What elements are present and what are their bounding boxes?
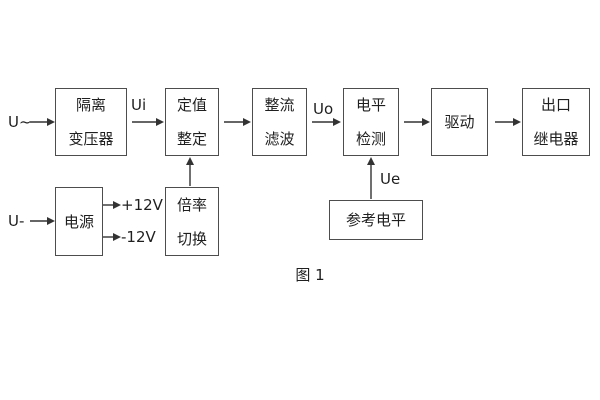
- block-level-detect: 电平 检测: [343, 88, 399, 156]
- arrow-rectifier-to-level: [312, 118, 341, 126]
- arrow-setting-to-rectifier: [224, 118, 251, 126]
- block-reference-level: 参考电平: [329, 200, 423, 240]
- signal-ui-label: Ui: [131, 96, 147, 114]
- arrow-ac-input: [30, 118, 55, 126]
- arrow-multiplier-to-setting: [186, 157, 194, 186]
- arrow-level-to-driver: [404, 118, 430, 126]
- block-power-supply: 电源: [55, 187, 103, 256]
- signal-uo-label: Uo: [313, 100, 334, 118]
- rail-positive-label: +12V: [121, 196, 163, 214]
- figure-caption: 图 1: [295, 266, 325, 284]
- arrow-driver-to-relay: [495, 118, 521, 126]
- ac-input-label: U~: [8, 113, 32, 131]
- block-isolation-transformer: 隔离 变压器: [55, 88, 127, 156]
- arrow-rail-positive: [103, 201, 121, 209]
- signal-ue-label: Ue: [380, 170, 401, 188]
- arrow-transformer-to-setting: [132, 118, 164, 126]
- dc-input-label: U-: [8, 212, 25, 230]
- arrow-rail-negative: [103, 233, 121, 241]
- block-rectify-filter: 整流 滤波: [252, 88, 307, 156]
- arrow-dc-input: [30, 217, 55, 225]
- block-driver: 驱动: [431, 88, 488, 156]
- arrow-reference-to-level: [367, 157, 375, 199]
- block-output-relay: 出口 继电器: [522, 88, 590, 156]
- block-setting-adjust: 定值 整定: [165, 88, 219, 156]
- rail-negative-label: -12V: [121, 228, 156, 246]
- block-multiplier-switch: 倍率 切换: [165, 187, 219, 256]
